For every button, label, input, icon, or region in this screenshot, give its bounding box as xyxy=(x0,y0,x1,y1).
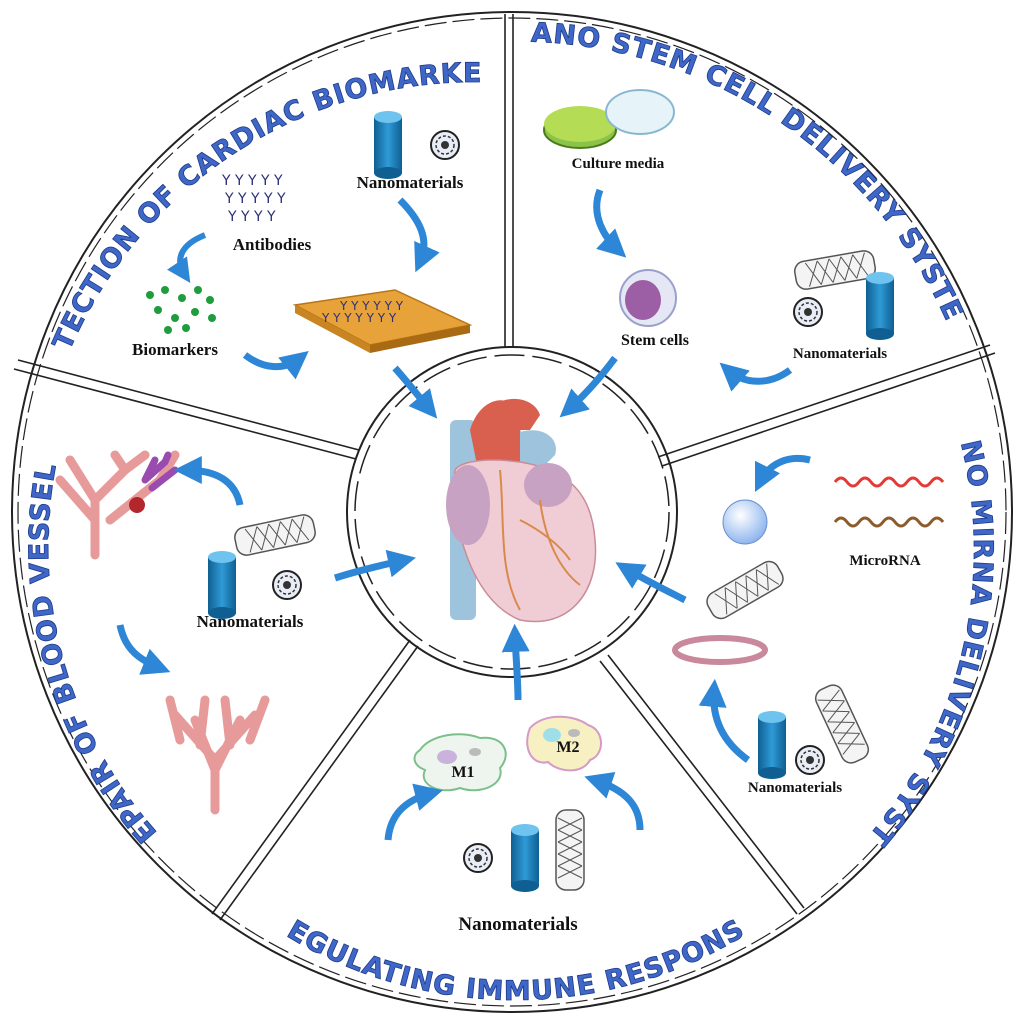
biomarker-cluster-icon xyxy=(146,286,216,334)
arrow-nano-m2 xyxy=(584,772,644,831)
nanotube-icon xyxy=(702,557,788,623)
label-m2: M2 xyxy=(556,739,579,756)
nanomaterial-cylinder-icon xyxy=(374,111,402,179)
label-microrna: MicroRNA xyxy=(849,553,921,569)
label-culture-media: Culture media xyxy=(572,156,665,172)
nanomaterial-cylinder-icon xyxy=(208,551,236,619)
svg-text:Y Y Y Y Y: Y Y Y Y Y xyxy=(224,191,286,207)
svg-text:Y Y Y Y Y Y Y: Y Y Y Y Y Y Y xyxy=(321,311,397,325)
label-stem-cells: Stem cells xyxy=(621,332,689,349)
biomarker-section: Nanomaterials Y Y Y Y Y Y Y Y Y Y Y Y Y … xyxy=(132,111,473,419)
arrow-to-heart-1 xyxy=(392,365,438,419)
arrow-to-heart-3 xyxy=(615,562,687,604)
macrophage-m1-icon xyxy=(413,733,507,792)
nanomaterial-cylinder-icon xyxy=(866,272,894,340)
macrophage-m2-icon xyxy=(526,715,602,772)
outer-ring xyxy=(11,11,1013,1013)
damaged-vessel-icon xyxy=(55,450,180,560)
label-nanomaterials-vessels: Nanomaterials xyxy=(197,612,304,631)
antibodies-cluster-icon: Y Y Y Y Y Y Y Y Y Y Y Y Y Y xyxy=(221,173,286,225)
mirna-section: MicroRNA Nanomaterials xyxy=(615,454,945,796)
fullerene-icon xyxy=(793,297,823,327)
arrow-to-chip xyxy=(397,197,440,273)
repaired-vessel-icon xyxy=(165,695,270,815)
arrow-nano-vessel xyxy=(173,456,244,506)
arrow-nano-cells xyxy=(719,362,793,392)
nanotube-icon xyxy=(555,809,585,891)
microrna-brown-strand xyxy=(833,516,945,528)
fullerene-icon xyxy=(795,745,825,775)
svg-text:Y Y Y Y: Y Y Y Y xyxy=(227,209,276,225)
label-nanomaterials-stem: Nanomaterials xyxy=(793,346,887,362)
arrow-biomarker-chip xyxy=(242,351,309,380)
center-ring xyxy=(346,346,678,678)
label-biomarkers: Biomarkers xyxy=(132,340,218,359)
sensor-chip-icon: Y Y Y Y Y Y Y Y Y Y Y Y Y xyxy=(292,289,473,353)
nanoring-icon xyxy=(672,635,768,665)
nanotube-icon xyxy=(232,512,318,558)
label-antibodies: Antibodies xyxy=(233,235,312,254)
stem-cell-icon xyxy=(619,269,677,327)
stem-cell-section: Culture media Stem cells Nanomaterials xyxy=(543,89,894,418)
arrow-to-heart-2 xyxy=(559,355,618,418)
arrow-to-heart-5 xyxy=(333,549,416,582)
svg-text:Y Y Y Y Y Y: Y Y Y Y Y Y xyxy=(339,299,404,313)
vessels-section: Nanomaterials xyxy=(55,450,416,815)
arrow-to-heart-4 xyxy=(501,623,530,701)
arrow-nano-particles xyxy=(698,678,751,763)
arrow-nano-m1 xyxy=(384,783,443,841)
arrow-antibody-biomarker xyxy=(167,232,207,283)
fullerene-icon xyxy=(463,843,493,873)
arrow-media-cells xyxy=(593,188,627,258)
microrna-red-strand xyxy=(833,476,945,488)
fullerene-icon xyxy=(272,570,302,600)
sector-separators xyxy=(13,14,996,921)
label-nanomaterials-mirna: Nanomaterials xyxy=(748,780,842,796)
nanoparticle-sphere-icon xyxy=(722,499,768,545)
fullerene-icon xyxy=(430,130,460,160)
nanotube-icon xyxy=(792,248,878,292)
label-nanomaterials-biomarkers: Nanomaterials xyxy=(357,173,464,192)
nanomaterial-cylinder-icon xyxy=(758,711,786,779)
petri-dish-icon xyxy=(543,89,675,149)
section-title-vessels: REPAIR OF BLOOD VESSELS xyxy=(0,0,163,849)
arrow-vessel-repair xyxy=(116,624,171,675)
immune-section: M1 M2 Nanomaterials xyxy=(384,623,644,935)
arrow-mirna-particles xyxy=(754,454,811,493)
label-m1: M1 xyxy=(451,764,474,781)
nanomaterial-cylinder-icon xyxy=(511,824,539,892)
heart-illustration xyxy=(446,398,597,623)
svg-text:Y Y Y Y Y: Y Y Y Y Y xyxy=(221,173,283,189)
label-nanomaterials-immune: Nanomaterials xyxy=(458,914,577,935)
